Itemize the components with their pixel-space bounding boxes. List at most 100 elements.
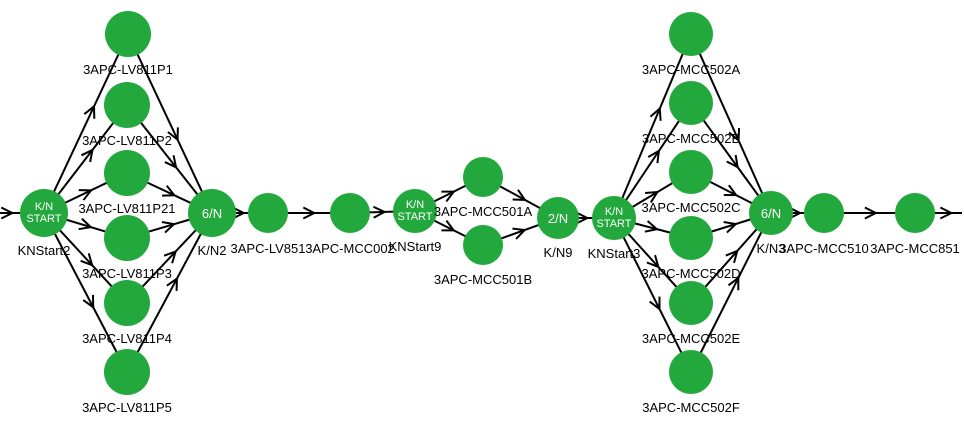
edge-MCC502D-to-KN3	[710, 218, 752, 233]
arrowhead-KNStart9-to-MCC501A	[441, 190, 456, 203]
arrowhead-LV811P4-to-KN2	[163, 249, 178, 264]
edge-MCC002-to-KNStart9	[368, 210, 395, 214]
node-MCC501B[interactable]	[463, 225, 503, 265]
node-label-KNStart3: KNStart3	[587, 246, 641, 261]
arrowhead-MCC851-to-EXIT_RIGHT	[939, 206, 954, 220]
node-label-MCC502A: 3APC-MCC502A	[641, 62, 741, 77]
arrowhead-LV811P21-to-KN2	[162, 185, 177, 197]
node-MCC502C[interactable]	[669, 150, 713, 194]
node-MCC502F[interactable]	[669, 350, 713, 394]
edge-KNStart3-to-MCC502B	[624, 119, 681, 202]
arrowhead-MCC501B-to-KN9	[512, 227, 527, 240]
node-label-KN3: K/N3	[756, 241, 786, 256]
arrowhead-LV811P1-to-KN2	[167, 127, 179, 142]
arrowhead-MCC502A-to-KN3	[728, 128, 741, 143]
edge-KNStart3-to-MCC502C	[631, 181, 674, 209]
node-label-LV811P5: 3APC-LV811P5	[82, 400, 172, 415]
node-LV851[interactable]	[248, 193, 288, 233]
node-LV811P21[interactable]	[104, 150, 150, 196]
node-inner-text-KN3: 6/N	[760, 205, 782, 221]
node-MCC502E[interactable]	[669, 281, 713, 325]
node-label-MCC502B: 3APC-MCC502B	[641, 131, 741, 146]
edge-LV811P2-to-KN2	[139, 121, 199, 196]
node-label-KNStart2: KNStart2	[17, 243, 71, 258]
arrowhead-MCC502F-to-KN3	[727, 275, 740, 291]
arrowhead-KN2-to-LV851	[232, 206, 246, 220]
arrowhead-KNStart3-to-MCC502A	[649, 106, 662, 121]
edge-KNStart3-to-MCC502F	[622, 236, 683, 354]
node-LV811P4[interactable]	[104, 280, 150, 326]
arrowhead-KNStart2-to-LV811P4	[80, 253, 94, 267]
node-KNStart9[interactable]: K/N START	[393, 189, 437, 233]
node-KN2[interactable]: 6/N	[188, 189, 236, 237]
arrowhead-KN9-to-KNStart3	[575, 211, 590, 225]
node-label-MCC510: 3APC-MCC510	[779, 241, 869, 256]
edge-KNStart3-to-MCC502A	[621, 52, 684, 200]
node-KN3[interactable]: 6/N	[749, 191, 793, 235]
node-MCC501A[interactable]	[463, 157, 503, 197]
arrowhead-KNStart2-to-LV811P21	[78, 189, 94, 201]
node-LV811P5[interactable]	[104, 349, 150, 395]
arrowhead-KNStart3-to-MCC502B	[647, 149, 661, 164]
edge-MCC501B-to-KN9	[500, 223, 540, 240]
node-MCC502D[interactable]	[669, 216, 713, 260]
node-MCC502A[interactable]	[669, 12, 713, 56]
edge-KNStart3-to-MCC502E	[627, 232, 678, 289]
node-MCC002[interactable]	[330, 193, 370, 233]
node-label-MCC502D: 3APC-MCC502D	[641, 266, 741, 281]
edge-MCC502E-to-KN3	[704, 228, 758, 288]
edge-LV811P5-to-KN2	[136, 232, 203, 354]
arrowhead-MCC502C-to-KN3	[723, 184, 739, 197]
edge-LV811P21-to-KN2	[146, 181, 192, 205]
edge-KNStart2-to-LV811P3	[65, 218, 107, 233]
edge-KNStart2-to-LV811P5	[53, 232, 118, 353]
node-label-LV811P2: 3APC-LV811P2	[82, 133, 172, 148]
node-LV811P1[interactable]	[105, 11, 151, 57]
node-label-MCC501B: 3APC-MCC501B	[433, 272, 533, 287]
arrowhead-KNStart9-to-MCC501B	[441, 219, 456, 232]
edge-LV811P4-to-KN2	[141, 229, 197, 288]
node-label-LV811P1: 3APC-LV811P1	[83, 62, 173, 77]
arrowhead-KNStart3-to-MCC502F	[649, 296, 661, 311]
node-label-LV811P21: 3APC-LV811P21	[78, 201, 176, 216]
node-inner-text-KN9: 2/N	[547, 210, 569, 226]
edge-KNStart2-to-LV811P1	[52, 53, 120, 193]
node-inner-text-KNStart2: K/N START	[26, 201, 62, 225]
node-label-KN2: K/N2	[197, 243, 227, 258]
node-LV811P2[interactable]	[104, 82, 150, 128]
arrowhead-MCC502E-to-KN3	[725, 249, 739, 264]
node-MCC502B[interactable]	[669, 81, 713, 125]
arrowhead-LV811P5-to-KN2	[166, 276, 178, 291]
edge-KNStart2-to-LV811P4	[58, 229, 113, 288]
arrowhead-KNStart2-to-LV811P3	[78, 217, 93, 231]
arrowhead-LV851-to-MCC002	[302, 206, 317, 220]
edge-LV811P3-to-KN2	[147, 218, 191, 233]
node-inner-text-KNStart3: K/N START	[596, 206, 632, 230]
arrowhead-KNStart3-to-MCC502D	[644, 220, 660, 233]
node-label-MCC502C: 3APC-MCC502C	[641, 200, 741, 215]
node-label-LV811P3: 3APC-LV811P3	[82, 266, 172, 281]
arrowhead-LV811P2-to-KN2	[164, 155, 178, 170]
edge-MCC502A-to-KN3	[698, 52, 764, 195]
arrowhead-LV811P3-to-KN2	[161, 221, 177, 234]
node-KNStart2[interactable]: K/N START	[20, 189, 68, 237]
arrowhead-ENTRY_LEFT-to-KNStart2	[0, 206, 15, 220]
edge-KNStart9-to-MCC501B	[433, 219, 467, 238]
node-KN9[interactable]: 2/N	[537, 197, 579, 239]
node-LV811P3[interactable]	[104, 215, 150, 261]
edge-KNStart2-to-LV811P2	[57, 121, 115, 196]
edge-KNStart9-to-MCC501A	[433, 184, 467, 203]
edge-KNStart3-to-MCC502D	[634, 222, 671, 234]
arrowhead-MCC502B-to-KN3	[726, 154, 739, 169]
node-MCC851[interactable]	[895, 193, 935, 233]
node-inner-text-KN2: 6/N	[201, 205, 223, 221]
node-KNStart3[interactable]: K/N START	[592, 196, 636, 240]
arrowhead-KNStart2-to-LV811P1	[83, 104, 96, 119]
node-MCC510[interactable]	[804, 193, 844, 233]
arrowhead-MCC002-to-KNStart9	[372, 205, 387, 219]
arrowhead-KNStart3-to-MCC502C	[645, 190, 660, 203]
edge-LV811P1-to-KN2	[136, 53, 204, 193]
